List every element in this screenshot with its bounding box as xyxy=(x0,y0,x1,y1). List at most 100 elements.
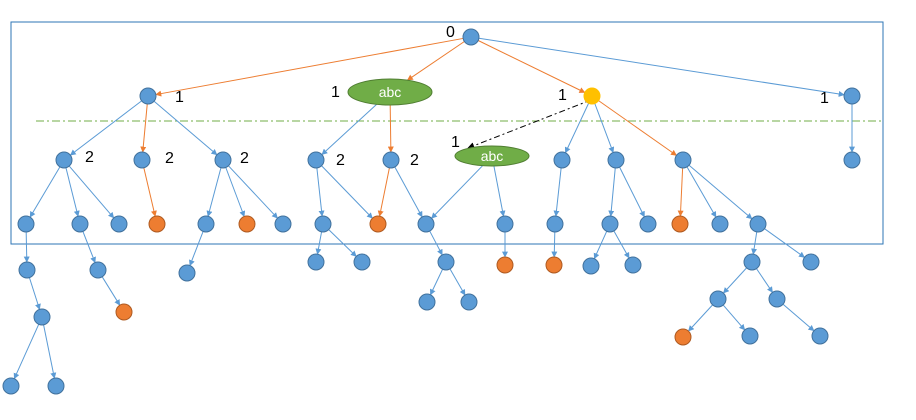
edge-a1-a1c xyxy=(23,231,30,263)
node-h3aa xyxy=(709,290,727,308)
edge-f1-f1c xyxy=(551,231,558,258)
edge-n2g-g1 xyxy=(608,167,616,217)
edges xyxy=(13,37,855,380)
node-n2h xyxy=(674,151,692,169)
edge-n2h-h1 xyxy=(677,167,684,217)
label-root: 0 xyxy=(446,24,455,41)
node-n1a xyxy=(139,87,157,105)
label-level1-d: 1 xyxy=(820,90,829,107)
edge-n2a-a2 xyxy=(65,167,80,217)
abc-text-mid: abc xyxy=(481,148,504,164)
node-m1c xyxy=(437,253,455,271)
edge-n1a-n2c xyxy=(153,100,218,156)
edge-d1-d1a xyxy=(315,231,323,255)
edge-n2a-a1 xyxy=(29,166,61,218)
node-a2cc xyxy=(115,303,133,321)
edge-abcTop-n2e xyxy=(387,104,394,153)
abc-ellipse-mid xyxy=(454,145,530,167)
node-h1 xyxy=(671,215,689,233)
node-a3 xyxy=(110,215,128,233)
edge-c1-c1c xyxy=(189,231,204,267)
node-m1ca xyxy=(418,293,436,311)
edge-g1-g1a xyxy=(593,231,608,260)
edge-h3aa-y1 xyxy=(688,304,713,332)
node-c1 xyxy=(197,215,215,233)
node-x2 xyxy=(47,377,65,395)
node-n1y xyxy=(583,87,601,105)
label-level2-c: 2 xyxy=(240,150,249,167)
edge-n2e-m1 xyxy=(394,166,423,218)
edge-root-n1r xyxy=(478,37,845,97)
node-m2 xyxy=(496,215,514,233)
node-a2 xyxy=(71,215,89,233)
edge-g1-g1b xyxy=(613,230,630,259)
edge-d1-d1b xyxy=(328,229,357,257)
edge-n2b-b1 xyxy=(143,167,157,217)
edge-n1a-n2a xyxy=(69,100,142,156)
node-c3 xyxy=(274,215,292,233)
edge-m1c-m1cb xyxy=(449,268,466,296)
label-level1-b: 1 xyxy=(331,84,340,101)
label-level1-a: 1 xyxy=(175,89,184,106)
node-g1 xyxy=(601,215,619,233)
label-level2-b: 2 xyxy=(165,150,174,167)
label-level1-e: 1 xyxy=(451,134,460,151)
edge-n2c-c3 xyxy=(228,165,278,219)
node-b1 xyxy=(148,215,166,233)
edge-root-n1a xyxy=(155,37,464,97)
node-e1 xyxy=(369,215,387,233)
edge-n2g-g2 xyxy=(619,166,645,218)
label-level2-d: 2 xyxy=(336,152,345,169)
edge-n2f-f1 xyxy=(553,167,562,217)
edge-n1y-n2h xyxy=(598,100,677,156)
node-h3 xyxy=(749,215,767,233)
edge-a2-a2c xyxy=(82,231,96,264)
node-n2a xyxy=(55,151,73,169)
edge-a1c-a1cc xyxy=(28,277,41,310)
node-f1c xyxy=(545,256,563,274)
label-level1-c: 1 xyxy=(558,87,567,104)
node-m1cb xyxy=(460,293,478,311)
node-h3a xyxy=(743,253,761,271)
edge-n2c-c1 xyxy=(206,167,222,217)
edge-n2h-h3 xyxy=(688,164,753,220)
edge-m1c-m1ca xyxy=(429,269,444,296)
node-n1r xyxy=(843,87,861,105)
abc-ellipse-top xyxy=(347,78,433,106)
node-n2b xyxy=(133,151,151,169)
node-h3ab xyxy=(768,290,786,308)
edge-a2c-a2cc xyxy=(101,276,121,306)
edge-h3-h3b xyxy=(764,228,805,258)
node-n2c xyxy=(214,151,232,169)
edge-n2d-e1 xyxy=(321,165,373,219)
node-m2c xyxy=(496,256,514,274)
node-a2c xyxy=(89,261,107,279)
label-level2-e: 2 xyxy=(410,152,419,169)
node-x1 xyxy=(2,377,20,395)
node-y2 xyxy=(741,327,759,345)
edge-m1-m1c xyxy=(429,230,443,256)
edge-root-abcTop xyxy=(406,41,465,81)
node-root xyxy=(462,28,480,46)
node-d1a xyxy=(307,253,325,271)
node-m1 xyxy=(417,215,435,233)
edge-root-n1y xyxy=(477,40,586,93)
node-d1 xyxy=(314,215,332,233)
pointer-arrow xyxy=(467,99,592,149)
edge-n2h-h2 xyxy=(686,166,717,218)
edge-n1y-n2f xyxy=(564,103,590,154)
region-box xyxy=(10,21,884,245)
edge-h3ab-y3 xyxy=(782,303,815,332)
edge-n2e-e1 xyxy=(377,167,390,217)
node-n2d xyxy=(307,151,325,169)
node-n2f xyxy=(553,151,571,169)
node-d1b xyxy=(353,253,371,271)
edge-abcMid-m1 xyxy=(431,165,483,219)
edge-h3a-h3aa xyxy=(723,267,747,294)
node-n2r xyxy=(843,151,861,169)
node-n2e xyxy=(382,151,400,169)
nodes xyxy=(2,28,861,395)
node-c1c xyxy=(178,264,196,282)
node-a1cc xyxy=(33,308,51,326)
